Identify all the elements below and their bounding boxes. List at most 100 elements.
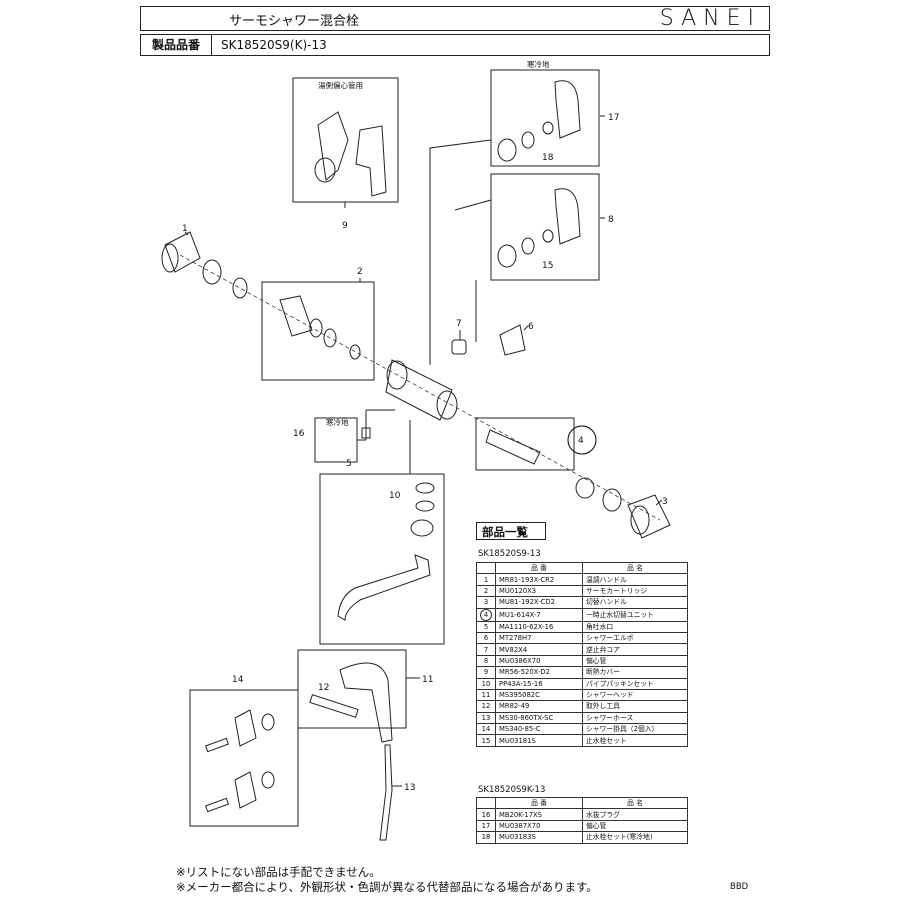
group-box-11 <box>297 649 407 729</box>
group-box-4 <box>475 417 575 471</box>
callout-3: 3 <box>662 497 668 507</box>
callout-6: 6 <box>528 322 534 332</box>
part-number-cell: 16 <box>476 808 496 821</box>
part-number-cell: 3 <box>476 596 496 609</box>
part-code-cell: MU0386X70 <box>495 654 583 668</box>
callout-5: 5 <box>346 459 352 469</box>
highlight-circle-4 <box>567 425 597 455</box>
part-code-cell: MR81-193X-CR2 <box>495 573 583 586</box>
label-kanreichi-mid: 寒冷地 <box>326 417 349 427</box>
part-number-cell: 14 <box>476 723 496 736</box>
footer-note-2: ※メーカー都合により、外観形状・色調が異なる代替部品になる場合があります。 <box>176 880 598 894</box>
part-code-cell: MU0387X70 <box>495 819 583 833</box>
part-code-cell: MR82-49 <box>495 700 583 713</box>
part-name-cell: 角吐水口 <box>582 620 688 633</box>
part-name-cell: 止水栓セット(寒冷地) <box>582 831 688 844</box>
parts-heading-box: 部品一覧 <box>476 522 546 540</box>
table2-header-no <box>476 796 496 810</box>
part-code-cell: MS395082C <box>495 688 583 702</box>
table1-model: SK18520S9-13 <box>478 549 541 559</box>
part-code-cell: MU81-192X-CD2 <box>495 596 583 609</box>
part-number-cell: 4 <box>476 607 496 622</box>
callout-2: 2 <box>357 267 363 277</box>
callout-7: 7 <box>456 319 462 329</box>
part-code-cell: MB20K-17XS <box>495 808 583 821</box>
table1-header-code: 品 番 <box>495 561 583 575</box>
part-name-cell: 切替ハンドル <box>582 596 688 609</box>
part-name-cell: パイプパッキンセット <box>582 677 688 690</box>
callout-13: 13 <box>404 783 415 793</box>
parts-heading: 部品一覧 <box>482 525 528 539</box>
part-code-cell: MV82X4 <box>495 643 583 656</box>
part-code-cell: PP43A-15-16 <box>495 677 583 690</box>
part-code-cell: MA1110-62X-16 <box>495 620 583 633</box>
circled-number: 4 <box>480 608 492 621</box>
callout-15: 15 <box>542 261 553 271</box>
product-number-label: 製品品番 <box>141 35 212 55</box>
product-row: 製品品番 SK18520S9(K)-13 <box>140 34 770 56</box>
callout-labels: 1 2 3 4 5 6 7 8 9 10 11 12 13 14 15 16 1… <box>182 113 668 793</box>
label-kanreichi-top: 寒冷地 <box>527 59 550 69</box>
table2-header-name: 品 名 <box>582 796 688 810</box>
callout-16: 16 <box>293 429 305 439</box>
part-name-cell: シャワー掛具（2個入） <box>582 723 688 736</box>
table1-header-no <box>476 561 496 575</box>
part-number-cell: 8 <box>476 654 496 668</box>
part-name-cell: 偏心管 <box>582 654 688 668</box>
part-number-cell: 13 <box>476 711 496 725</box>
group-box-8 <box>490 173 600 281</box>
part-name-cell: 逆止弁コア <box>582 643 688 656</box>
brand-logo: SANEI <box>659 6 761 31</box>
title-bar: サーモシャワー混合栓 SANEI <box>140 6 770 31</box>
part-code-cell: MU1-614X-7 <box>495 607 583 622</box>
part-number-cell: 5 <box>476 620 496 633</box>
part-name-cell: 取外し工具 <box>582 700 688 713</box>
part-number-cell: 2 <box>476 584 496 598</box>
faucet-body <box>385 359 453 421</box>
part-number-cell: 6 <box>476 631 496 645</box>
group-box-17 <box>490 69 600 167</box>
part-name-cell: 止水栓セット <box>582 734 688 747</box>
part-name-cell: サーモカートリッジ <box>582 584 688 598</box>
part-name-cell: 温調ハンドル <box>582 573 688 586</box>
group-box-2 <box>261 281 375 381</box>
callout-4: 4 <box>578 436 584 446</box>
footer-note-1: ※リストにない部品は手配できません。 <box>176 865 381 879</box>
group-box-9 <box>292 77 399 203</box>
part-code-cell: MT278H7 <box>495 631 583 645</box>
part-number-cell: 10 <box>476 677 496 690</box>
callout-17: 17 <box>608 113 619 123</box>
table2-model: SK18520S9K-13 <box>478 785 546 795</box>
part-number-cell: 12 <box>476 700 496 713</box>
document-title: サーモシャワー混合栓 <box>229 14 360 29</box>
part-name-cell: 水抜プラグ <box>582 808 688 821</box>
table1-header-name: 品 名 <box>582 561 688 575</box>
table2-header-code: 品 番 <box>495 796 583 810</box>
part-number-cell: 15 <box>476 734 496 747</box>
callout-8: 8 <box>608 215 614 225</box>
part-number-cell: 9 <box>476 666 496 679</box>
callout-18: 18 <box>542 153 554 163</box>
part-number-cell: 11 <box>476 688 496 702</box>
part-code-cell: MU03181S <box>495 734 583 747</box>
part-name-cell: 断熱カバー <box>582 666 688 679</box>
part-code-cell: MU0120X3 <box>495 584 583 598</box>
part-number-cell: 18 <box>476 831 496 844</box>
part-code-cell: MR56-520X-D2 <box>495 666 583 679</box>
